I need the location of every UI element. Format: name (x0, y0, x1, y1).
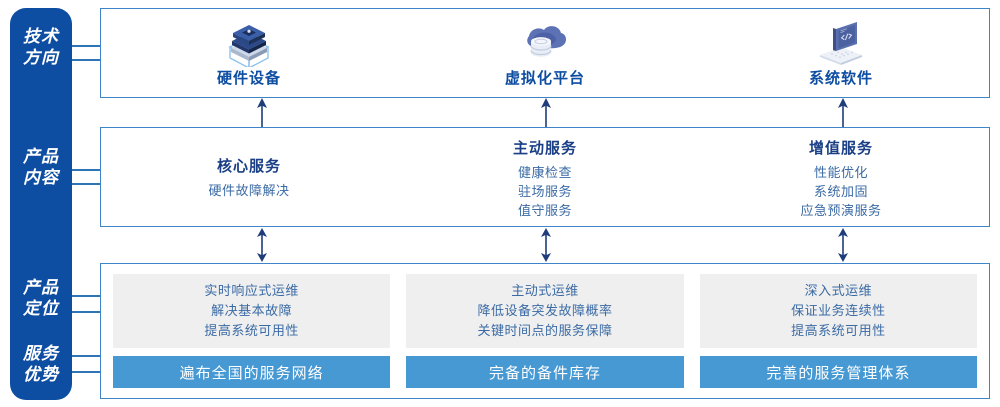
content-item: 硬件故障解决 (208, 182, 290, 198)
position-card-indepth[interactable]: 深入式运维 保证业务连续性 提高系统可用性 (699, 274, 977, 348)
rail-label-line-2: 定位 (23, 299, 59, 318)
rail-label-line-2: 优势 (23, 365, 59, 384)
position-item: 主动式运维 (511, 283, 579, 298)
advantage-badge-management-system[interactable]: 完善的服务管理体系 (699, 356, 977, 388)
connector-position-1 (72, 295, 101, 297)
content-column-core-service[interactable]: 核心服务 硬件故障解决 (101, 128, 397, 226)
tech-item-label: 系统软件 (808, 70, 873, 87)
product-position-panel: 实时响应式运维 解决基本故障 提高系统可用性 遍布全国的服务网络 主动式运维 降… (100, 263, 990, 399)
position-card-proactive[interactable]: 主动式运维 降低设备突发故障概率 关键时间点的服务保障 (406, 274, 684, 348)
rail-label-line-2: 内容 (23, 168, 59, 187)
rail-label-line-1: 技术 (23, 27, 59, 46)
content-item: 驻场服务 (517, 184, 572, 199)
arrow-up-system-software (838, 98, 848, 127)
laptop-code-icon (810, 17, 872, 67)
position-item: 提高系统可用性 (204, 323, 299, 338)
connector-advantage-1 (72, 355, 101, 357)
left-rail (10, 8, 72, 400)
position-column-2: 主动式运维 降低设备突发故障概率 关键时间点的服务保障 完备的备件库存 (406, 274, 684, 388)
content-item: 应急预演服务 (800, 203, 882, 218)
connector-content-1 (72, 169, 101, 171)
tech-item-label: 硬件设备 (216, 70, 281, 87)
connector-position-2 (72, 311, 101, 313)
content-item: 值守服务 (517, 203, 572, 218)
connector-tech-2 (72, 59, 101, 61)
product-content-panel: 核心服务 硬件故障解决 主动服务 健康检查 驻场服务 值守服务 增值服务 性能优… (100, 127, 990, 227)
rail-label-line-1: 产品 (23, 147, 59, 166)
rail-label-service-advantage[interactable]: 服务 优势 (10, 343, 72, 385)
rail-label-line-1: 产品 (23, 278, 59, 297)
connector-tech-1 (72, 45, 101, 47)
position-column-1: 实时响应式运维 解决基本故障 提高系统可用性 遍布全国的服务网络 (113, 274, 391, 388)
content-column-title: 核心服务 (216, 157, 281, 175)
content-item: 健康检查 (517, 165, 572, 180)
position-card-realtime[interactable]: 实时响应式运维 解决基本故障 提高系统可用性 (113, 274, 391, 348)
advantage-badge-service-network[interactable]: 遍布全国的服务网络 (113, 356, 391, 388)
arrow-double-value-added-service (838, 228, 848, 262)
tech-direction-panel: 硬件设备 虚拟化平台 (100, 8, 990, 98)
position-item: 解决基本故障 (211, 303, 293, 318)
cloud-database-icon (514, 17, 576, 67)
connector-content-2 (72, 183, 101, 185)
rail-label-tech-direction[interactable]: 技术 方向 (10, 26, 72, 68)
arrow-double-proactive-service (541, 228, 551, 262)
connector-advantage-2 (72, 371, 101, 373)
position-item: 降低设备突发故障概率 (477, 303, 613, 318)
position-item: 关键时间点的服务保障 (477, 323, 613, 338)
content-item: 性能优化 (813, 165, 868, 180)
position-item: 提高系统可用性 (791, 323, 886, 338)
content-column-value-added-service[interactable]: 增值服务 性能优化 系统加固 应急预演服务 (693, 128, 989, 226)
rail-label-product-position[interactable]: 产品 定位 (10, 277, 72, 319)
position-column-3: 深入式运维 保证业务连续性 提高系统可用性 完善的服务管理体系 (699, 274, 977, 388)
position-item: 深入式运维 (804, 283, 873, 298)
tech-item-system-software[interactable]: 系统软件 (693, 17, 989, 89)
tech-item-virtualization[interactable]: 虚拟化平台 (397, 17, 693, 89)
arrow-double-core-service (257, 228, 267, 262)
arrow-up-hardware (257, 98, 267, 127)
content-column-title: 增值服务 (808, 140, 873, 157)
rail-label-line-2: 方向 (23, 48, 59, 67)
rail-label-line-1: 服务 (23, 344, 59, 363)
content-column-proactive-service[interactable]: 主动服务 健康检查 驻场服务 值守服务 (397, 128, 693, 226)
content-column-title: 主动服务 (512, 140, 577, 157)
advantage-badge-spare-parts[interactable]: 完备的备件库存 (406, 356, 684, 388)
rail-label-product-content[interactable]: 产品 内容 (10, 146, 72, 188)
arrow-up-virtualization (541, 98, 551, 127)
position-item: 保证业务连续性 (791, 303, 886, 318)
position-item: 实时响应式运维 (204, 283, 299, 298)
server-stack-icon (218, 17, 280, 70)
tech-item-hardware[interactable]: 硬件设备 (101, 17, 397, 89)
tech-item-label: 虚拟化平台 (504, 70, 585, 87)
content-item: 系统加固 (813, 184, 868, 199)
